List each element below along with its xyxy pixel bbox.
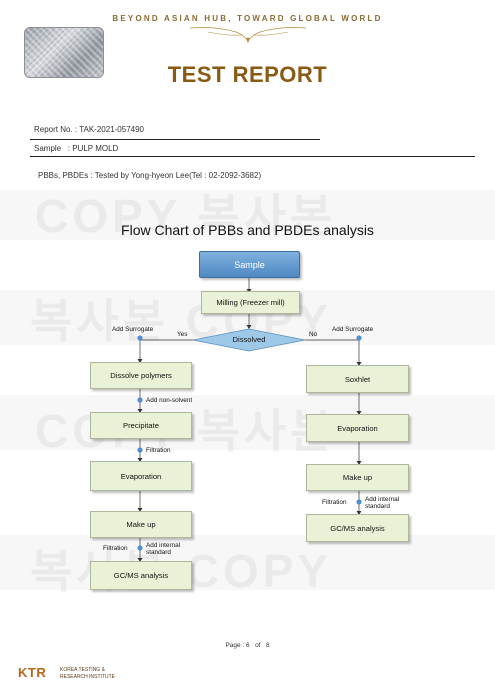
report-number-value: TAK-2021-057490 — [79, 125, 145, 134]
page-label: Page : — [225, 642, 245, 649]
divider-2 — [30, 156, 475, 157]
make-up-box-right: Make up — [306, 464, 409, 491]
make-up-box-left: Make up — [90, 511, 192, 538]
report-title: TEST REPORT — [167, 62, 328, 87]
ornament-flourish — [189, 27, 307, 44]
gcms-box-right: GC/MS analysis — [306, 514, 409, 542]
evaporation-box-left: Evaporation — [90, 461, 192, 491]
standard-line: standard — [146, 549, 171, 556]
add-internal-standard-label: Add internal standard — [365, 496, 399, 510]
filtration-label: Filtration — [103, 545, 128, 552]
sample-label: Sample — [34, 144, 62, 153]
soxhlet-box: Soxhlet — [306, 365, 409, 393]
add-internal-line: Add internal — [146, 542, 181, 549]
report-number-label: Report No. : — [34, 125, 78, 134]
tagline: BEYOND ASIAN HUB, TOWARD GLOBAL WORLD — [112, 14, 383, 23]
org-name-line-2: RESEARCH INSTITUTE — [60, 673, 116, 680]
add-surrogate-right-label: Add Surrogate — [332, 326, 374, 333]
page-total: 8 — [265, 642, 270, 649]
add-internal-line: Add internal — [365, 496, 400, 503]
add-surrogate-left-label: Add Surrogate — [112, 326, 154, 333]
page-number: 6 — [246, 642, 250, 649]
watermark-text: COPY 복사본 — [35, 190, 337, 242]
sample-value: : PULP MOLD — [67, 144, 119, 153]
org-name: KOREA TESTING & RESEARCH INSTITUTE — [60, 667, 115, 680]
watermark-band — [0, 395, 495, 450]
milling-box: Milling (Freezer mill) — [201, 291, 300, 314]
gcms-box-left: GC/MS analysis — [90, 561, 192, 590]
filtration-label: Filtration — [146, 447, 171, 454]
flowchart-title: Flow Chart of PBBs and PBDEs analysis — [121, 222, 374, 238]
org-name-line-1: KOREA TESTING & — [60, 667, 105, 673]
add-non-solvent-label: Add non-solvent — [146, 397, 193, 404]
standard-line: standard — [365, 503, 390, 510]
page-indicator: Page : 6 of 8 — [0, 642, 495, 649]
hologram-seal — [24, 27, 104, 78]
dissolved-decision: Dissolved — [232, 335, 266, 344]
ktr-logo: KTR — [18, 665, 47, 680]
tester-line: PBBs, PBDEs : Tested by Yong-hyeon Lee(T… — [38, 171, 262, 180]
of-label: of — [255, 642, 261, 649]
dissolve-polymers-box: Dissolve polymers — [90, 362, 192, 389]
evaporation-box-right: Evaporation — [306, 414, 409, 442]
no-label: No — [309, 331, 318, 338]
filtration-label: Filtration — [322, 499, 347, 506]
sample-box: Sample — [199, 251, 300, 278]
yes-label: Yes — [177, 331, 188, 338]
report-number: Report No. : TAK-2021-057490 — [34, 125, 144, 134]
watermark-band — [0, 190, 495, 240]
divider-1 — [30, 139, 320, 140]
add-internal-standard-label: Add internal standard — [146, 542, 180, 556]
watermark-band — [0, 535, 495, 590]
precipitate-box: Precipitate — [90, 412, 192, 439]
sample-row: Sample : PULP MOLD — [34, 144, 118, 153]
